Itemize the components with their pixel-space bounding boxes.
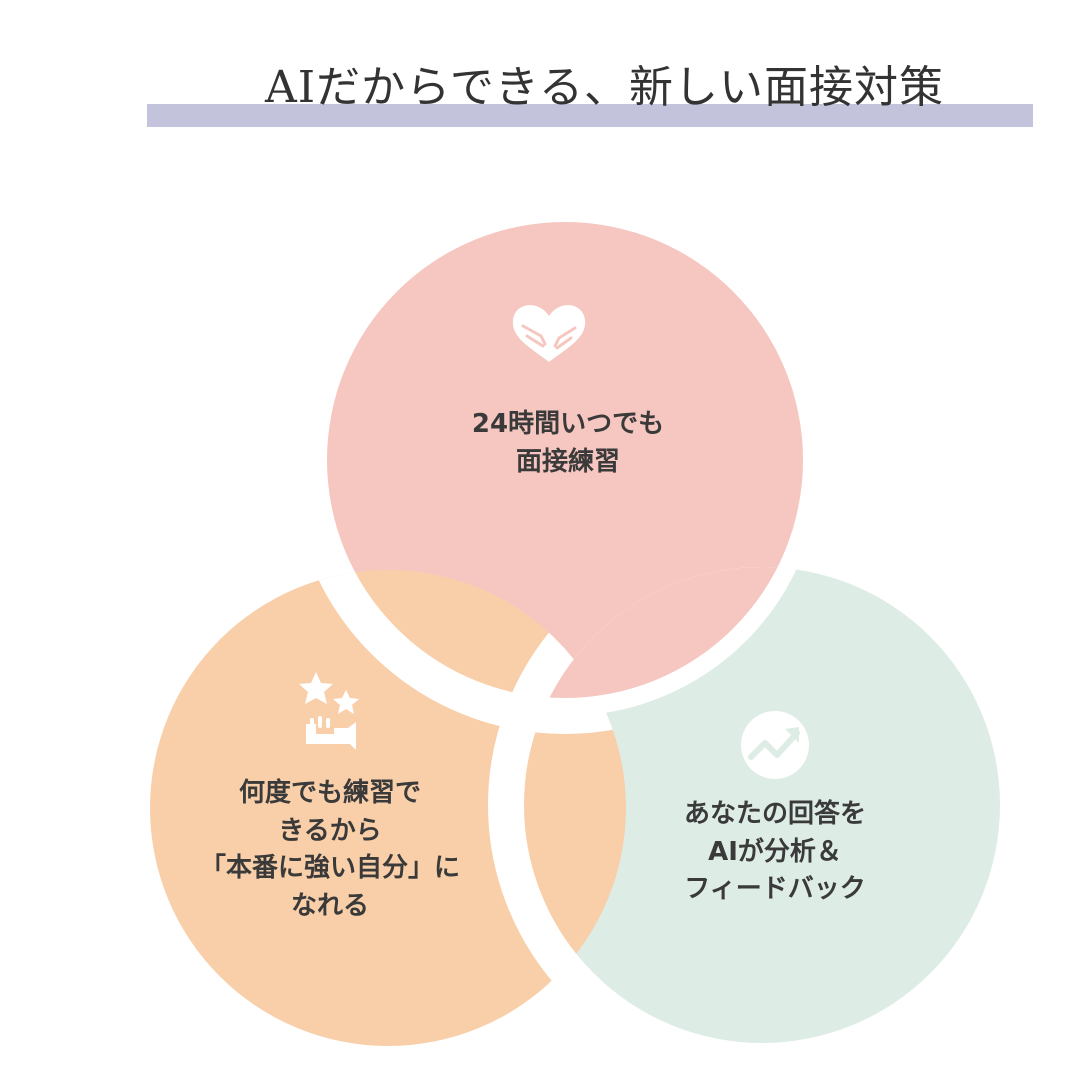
top-label-line: 面接練習	[515, 446, 620, 477]
top-label-line: 24時間いつでも	[471, 409, 665, 439]
heart-hands-icon	[512, 305, 586, 362]
left-circle-label: 何度でも練習で きるから 「本番に強い自分」に なれる	[170, 775, 490, 926]
right-label-line: AIが分析＆	[708, 836, 842, 867]
growth-chart-icon	[741, 711, 809, 779]
right-label-line: フィードバック	[684, 874, 866, 905]
left-label-line: きるから	[278, 815, 382, 846]
stars-hand-icon	[299, 672, 359, 750]
left-label-line: 何度でも練習で	[238, 778, 421, 808]
left-label-line: 「本番に強い自分」に	[199, 853, 460, 884]
right-circle-label: あなたの回答を AIが分析＆ フィードバック	[610, 796, 940, 909]
title-underline-bar	[147, 104, 1033, 127]
top-circle-label: 24時間いつでも 面接練習	[408, 406, 728, 481]
right-label-line: あなたの回答を	[683, 799, 866, 829]
page-title: AIだからできる、新しい面接対策	[265, 62, 944, 113]
left-label-line: なれる	[290, 891, 369, 922]
circle-left	[150, 570, 626, 1046]
